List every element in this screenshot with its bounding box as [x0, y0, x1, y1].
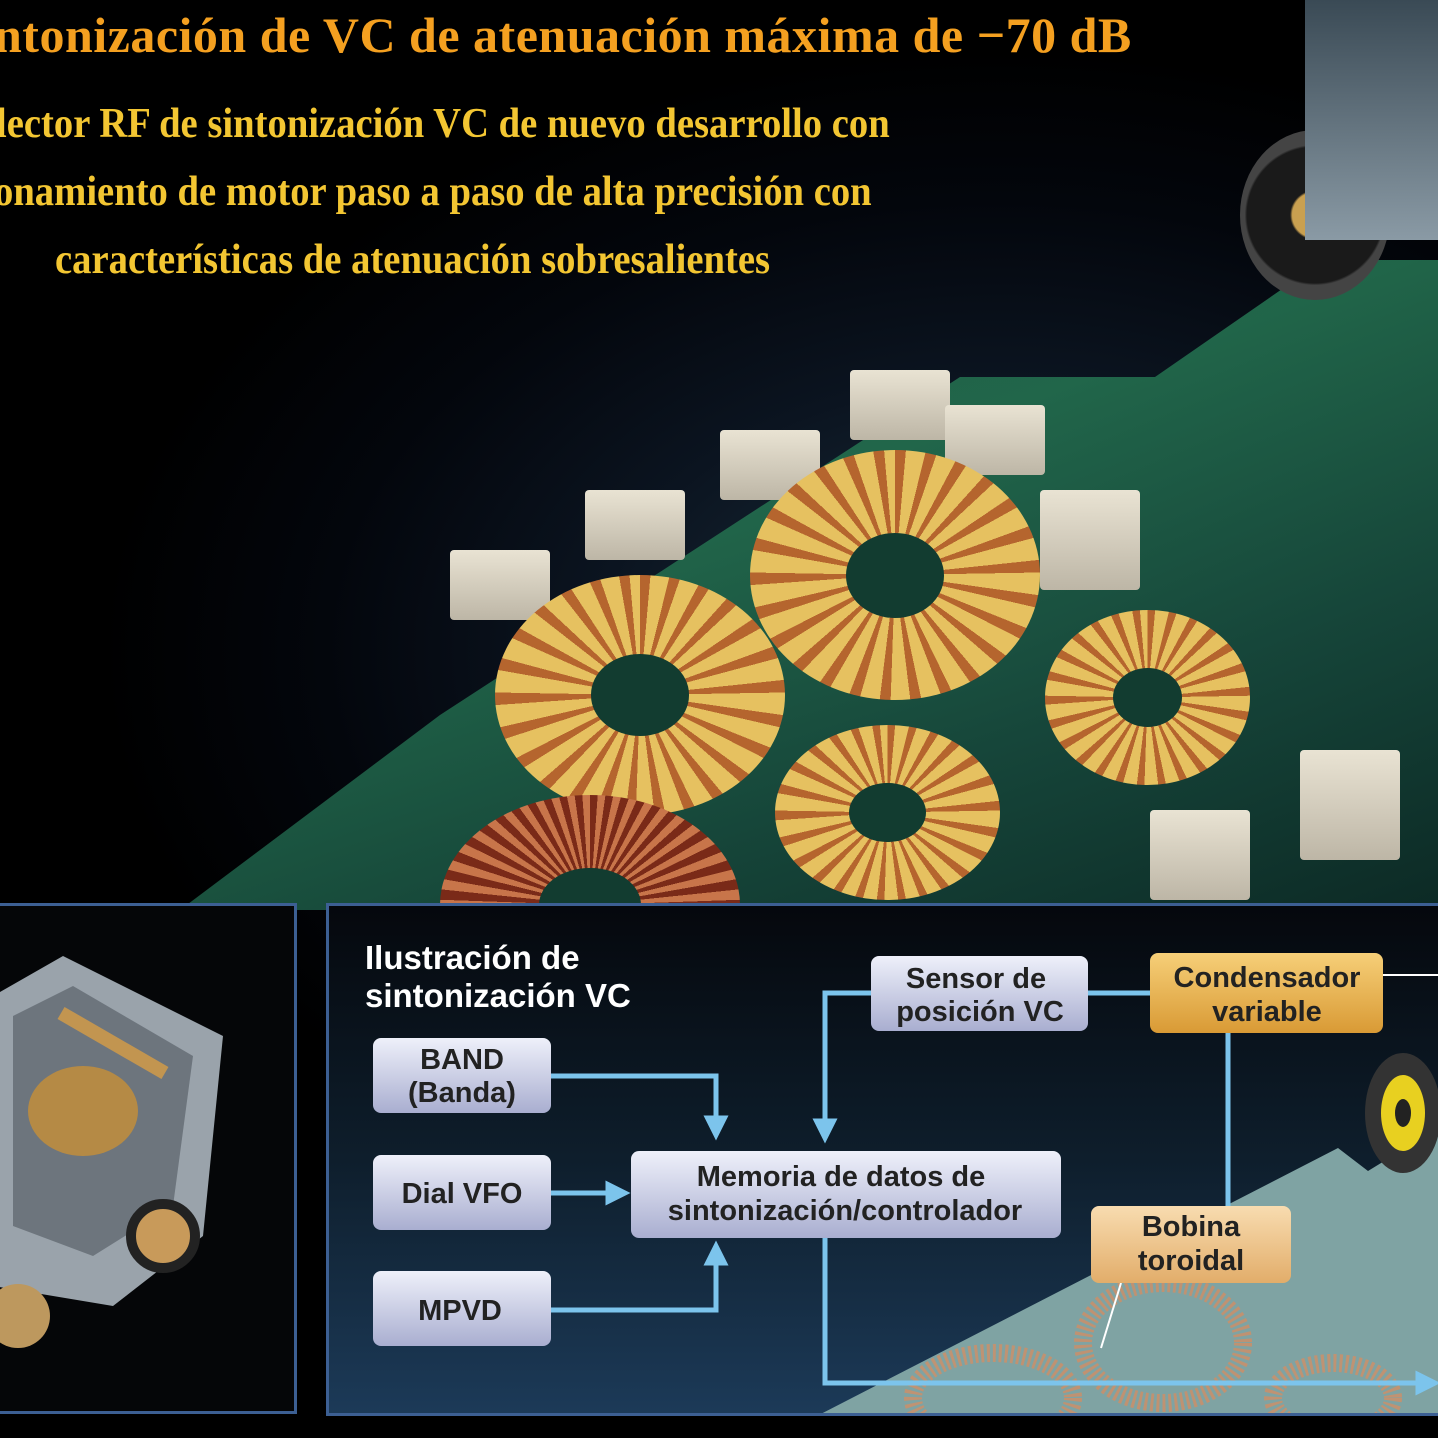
node-memory-sublabel: sintonización/controlador [668, 1195, 1022, 1227]
capacitor-plates [28, 1066, 138, 1156]
node-variable-capacitor: Condensador variable [1150, 953, 1383, 1033]
node-band-label: BAND [420, 1044, 504, 1076]
toroid-coil [775, 725, 1000, 900]
variable-capacitor-photo-panel [0, 903, 297, 1414]
vc-tuning-diagram: Ilustración de sintonización VC BAND (Ba… [365, 939, 1438, 1413]
diagram-title-line-1: Ilustración de [365, 939, 580, 976]
node-coil-sublabel: toroidal [1138, 1245, 1244, 1277]
toroid-coil [750, 450, 1040, 700]
node-band: BAND (Banda) [373, 1038, 551, 1113]
node-dial-vfo: Dial VFO [373, 1155, 551, 1230]
node-sensor: Sensor de posición VC [871, 956, 1088, 1031]
node-mpvd: MPVD [373, 1271, 551, 1346]
toroid-coil [495, 575, 785, 815]
node-mpvd-label: MPVD [418, 1295, 502, 1327]
connector-band [551, 1073, 729, 1141]
capacitor-rod [57, 1006, 169, 1080]
motor-housing [1305, 0, 1438, 240]
relay [850, 370, 950, 440]
node-sensor-sublabel: posición VC [896, 996, 1064, 1028]
subtitle-line-3: características de atenuación sobresalie… [55, 237, 771, 283]
node-capacitor-label: Condensador [1174, 962, 1361, 994]
node-toroidal-coil: Bobina toroidal [1091, 1206, 1291, 1283]
node-coil-label: Bobina [1142, 1211, 1241, 1243]
relay [585, 490, 685, 560]
node-memory-label: Memoria de datos de [697, 1161, 985, 1193]
relay [450, 550, 550, 620]
relay [1040, 490, 1140, 590]
connector-sensor [812, 990, 871, 1144]
toroid-coil [1045, 610, 1250, 785]
subtitle-line-1: lector RF de sintonización VC de nuevo d… [0, 101, 890, 147]
relay [1300, 750, 1400, 860]
connector-output [822, 1238, 1438, 1396]
motor-illustration [1365, 1053, 1438, 1173]
page-title: ntonización de VC de atenuación máxima d… [0, 7, 1132, 63]
relay [1150, 810, 1250, 900]
diagram-title-line-2: sintonización VC [365, 977, 631, 1014]
connector-mpvd [551, 1240, 729, 1313]
node-capacitor-sublabel: variable [1212, 996, 1322, 1028]
subtitle-line-2: onamiento de motor paso a paso de alta p… [0, 169, 872, 215]
node-memory-controller: Memoria de datos de sintonización/contro… [631, 1151, 1061, 1238]
connectors [551, 990, 1438, 1396]
node-dial-vfo-label: Dial VFO [402, 1178, 523, 1210]
pulley [126, 1199, 200, 1273]
variable-capacitor-photo [0, 956, 223, 1348]
gear [0, 1284, 50, 1348]
vc-tuning-diagram-panel: Ilustración de sintonización VC BAND (Ba… [326, 903, 1438, 1416]
leader-line [1100, 1282, 1122, 1349]
node-band-sublabel: (Banda) [408, 1077, 516, 1109]
node-sensor-label: Sensor de [906, 963, 1046, 995]
